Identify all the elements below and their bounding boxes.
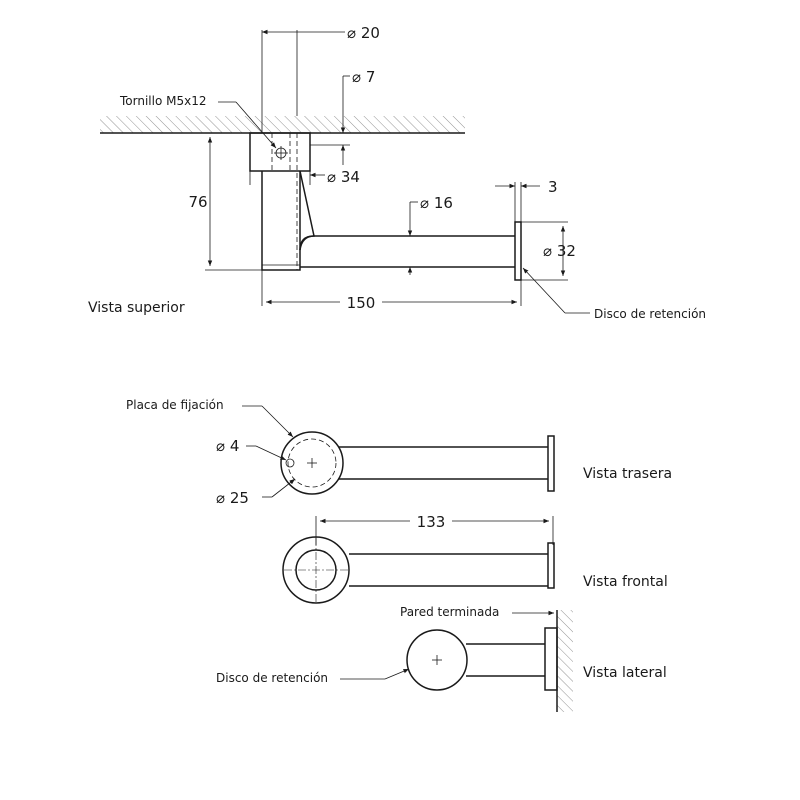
dim-l133: 133: [417, 513, 446, 531]
front-view: Vista frontal: [282, 536, 668, 604]
top-view: ⌀ 20 ⌀ 7 ⌀ 34 76 ⌀ 16 3 ⌀ 32: [88, 24, 706, 321]
dim-d32: ⌀ 32: [543, 242, 576, 260]
view-title-front: Vista frontal: [583, 574, 668, 590]
dim-h76: 76: [188, 193, 207, 211]
dim-d16: ⌀ 16: [420, 194, 453, 212]
dim-d34: ⌀ 34: [327, 168, 360, 186]
side-flange: [544, 627, 558, 691]
dim-t3: 3: [548, 178, 558, 196]
retention-disc-top: [514, 221, 522, 281]
label-retention-disc-side: Disco de retención: [216, 671, 328, 685]
ceiling-hatch: [100, 116, 465, 133]
front-end-disc: [547, 542, 555, 589]
rear-plate: [280, 431, 344, 495]
label-retention-disc-top: Disco de retención: [594, 307, 706, 321]
rear-end-disc: [547, 435, 555, 492]
horizontal-arm: [299, 235, 515, 251]
dim-d25: ⌀ 25: [216, 489, 249, 507]
label-mount-plate: Placa de fijación: [126, 398, 224, 412]
dim-133-group: 133: [315, 513, 554, 545]
rear-view: Placa de fijación ⌀ 4 ⌀ 25 Vista trasera: [126, 398, 672, 507]
front-flange: [282, 536, 350, 604]
vertical-post: [261, 170, 315, 271]
label-screw: Tornillo M5x12: [119, 94, 206, 108]
side-disc: [406, 629, 468, 691]
rear-screw-hole: [285, 458, 295, 468]
dim-d4: ⌀ 4: [216, 437, 239, 455]
view-title-rear: Vista trasera: [583, 466, 672, 482]
view-title-top: Vista superior: [88, 300, 185, 316]
view-title-side: Vista lateral: [583, 665, 667, 681]
top-flange: [249, 132, 311, 172]
side-view: Pared terminada Disco de retención Vista…: [216, 605, 667, 712]
dim-d7: ⌀ 7: [352, 68, 375, 86]
label-finished-wall: Pared terminada: [400, 605, 499, 619]
dim-d20: ⌀ 20: [347, 24, 380, 42]
wall-hatch: [557, 610, 573, 712]
dim-l150: 150: [347, 294, 376, 312]
